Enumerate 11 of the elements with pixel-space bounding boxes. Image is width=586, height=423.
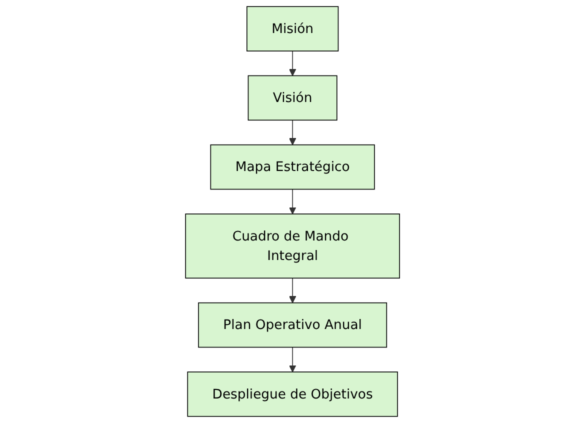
node-box: Mapa Estratégico (210, 144, 376, 190)
node-box: Misión (246, 6, 340, 52)
arrow (289, 188, 297, 214)
node-box: Plan Operativo Anual (198, 302, 388, 348)
arrow (289, 278, 297, 304)
arrow (289, 50, 297, 76)
arrow (289, 346, 297, 372)
node-box: Visión (248, 75, 338, 121)
node-box: Despliegue de Objetivos (188, 372, 398, 417)
node-box: Cuadro de Mando Integral (186, 214, 400, 279)
arrow (289, 120, 297, 146)
